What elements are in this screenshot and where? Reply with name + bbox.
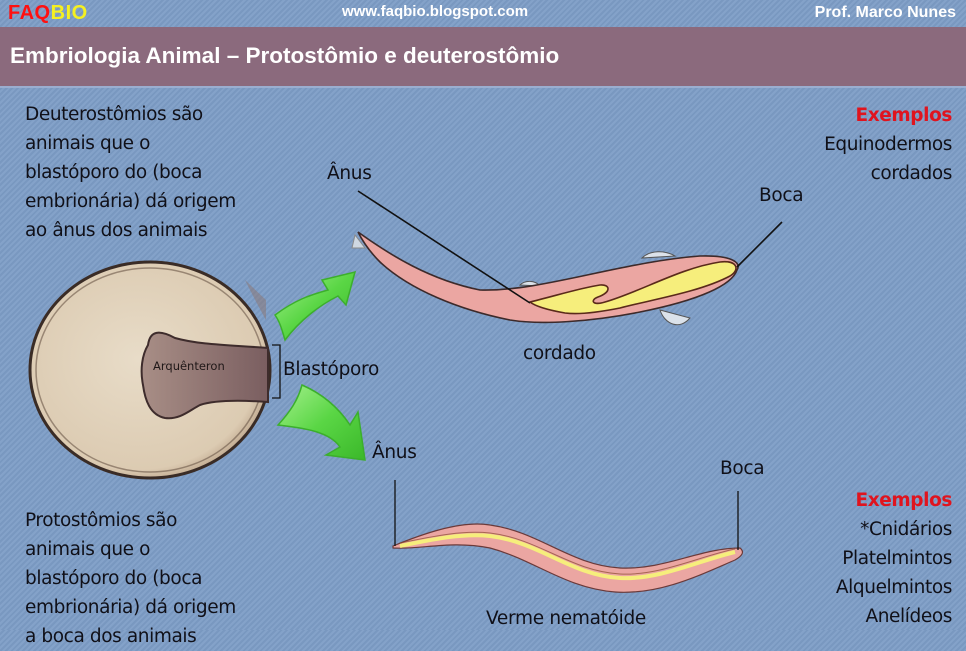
slide-title: Embriologia Animal – Protostômio e deute… [10, 43, 560, 68]
chordate-illustration [351, 190, 783, 326]
blastopore-label: Blastóporo [283, 359, 379, 380]
description-line: ao ânus dos animais [25, 220, 208, 241]
examples-heading: Exemplos [855, 105, 953, 126]
archenteron-label: Arquênteron [153, 359, 225, 373]
nematode-mouth-label: Boca [720, 458, 765, 479]
illustration-canvas [28, 190, 783, 593]
arrow-down-right-icon [276, 383, 366, 461]
description-line: a boca dos animais [25, 626, 197, 647]
brand-logo: FAQBIO [8, 2, 88, 25]
description-line: embrionária) dá origem [25, 191, 236, 212]
blastopore-bracket [272, 344, 281, 399]
archenteron-cavity [140, 331, 269, 420]
examples-heading: Exemplos [855, 490, 953, 511]
description-line: blastóporo do (boca [25, 568, 203, 589]
chordate-mouth-label: Boca [759, 185, 804, 206]
description-line: Deuterostômios são [25, 104, 203, 125]
protostome-description: Protostômios são animais que o blastópor… [25, 506, 325, 651]
title-bar [0, 27, 966, 88]
brand-bio: BIO [50, 2, 88, 24]
example-item: Equinodermos [824, 134, 952, 155]
deuterostome-description: Deuterostômios são animais que o blastóp… [25, 100, 325, 245]
example-item: cordados [870, 163, 953, 184]
chordate-caption: cordado [523, 343, 596, 364]
example-item: Anelídeos [865, 606, 952, 627]
protostome-examples: Exemplos *Cnidários Platelmintos Alquelm… [836, 486, 952, 631]
nematode-anus-label: Ânus [372, 442, 417, 463]
author-name: Prof. Marco Nunes [814, 4, 956, 21]
example-item: Platelmintos [842, 548, 952, 569]
description-line: animais que o [25, 539, 151, 560]
description-line: Protostômios são [25, 510, 178, 531]
description-line: embrionária) dá origem [25, 597, 236, 618]
brand-faq: FAQ [8, 2, 51, 24]
description-line: blastóporo do (boca [25, 162, 203, 183]
arrow-up-right-icon [273, 270, 357, 342]
example-item: Alquelmintos [835, 577, 952, 598]
deuterostome-examples: Exemplos Equinodermos cordados [824, 101, 952, 188]
site-url: www.faqbio.blogspot.com [342, 3, 529, 20]
nematode-caption: Verme nematóide [486, 608, 646, 629]
chordate-anus-label: Ânus [327, 163, 372, 184]
nematode-illustration [392, 480, 744, 593]
gastrula-embryo [28, 260, 281, 480]
description-line: animais que o [25, 133, 151, 154]
example-item: *Cnidários [860, 519, 952, 540]
